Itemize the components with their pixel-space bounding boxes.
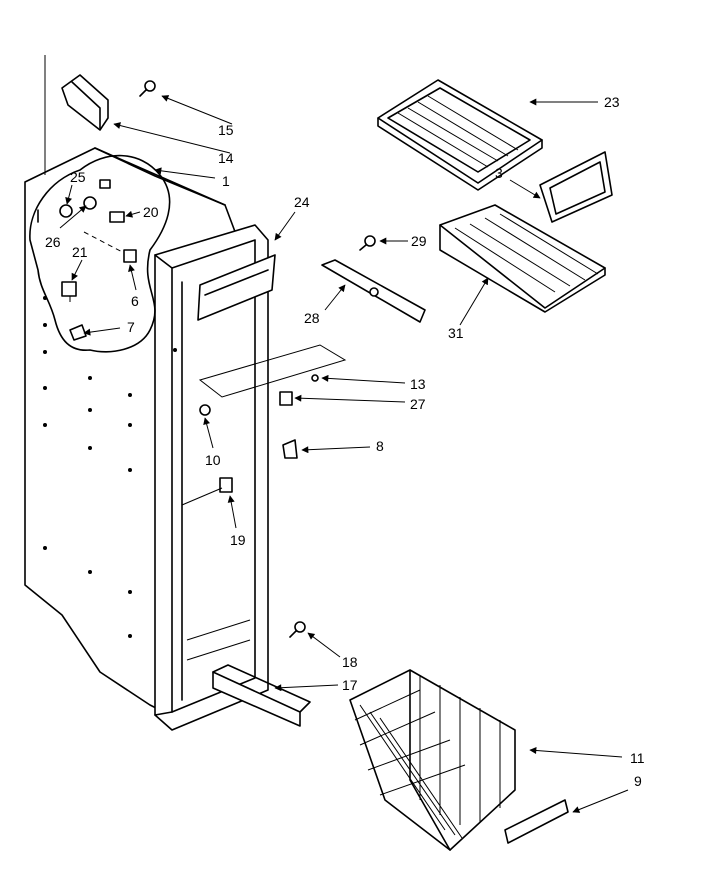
interior-parts	[37, 179, 137, 341]
mounting-holes	[43, 296, 177, 638]
screw-29	[359, 235, 376, 251]
callout-31: 31	[448, 325, 464, 341]
callout-28: 28	[304, 310, 320, 326]
callout-23: 23	[604, 94, 620, 110]
callout-27: 27	[410, 396, 426, 412]
shelf-support-panel	[197, 254, 276, 321]
callout-26: 26	[45, 234, 61, 250]
leader-lines	[59, 95, 629, 813]
callout-labels: 23 3 15 14 1 25 20 26 21 6 7 24 29 28 31…	[45, 94, 645, 789]
callout-17: 17	[342, 677, 358, 693]
callout-10: 10	[205, 452, 221, 468]
callout-8: 8	[376, 438, 384, 454]
part-10	[199, 404, 211, 416]
callout-25: 25	[70, 169, 86, 185]
callout-11: 11	[630, 750, 645, 766]
screw-15	[139, 80, 156, 97]
part-19	[219, 477, 233, 493]
callout-13: 13	[410, 376, 426, 392]
callout-1: 1	[222, 173, 230, 189]
callout-21: 21	[72, 244, 88, 260]
callout-15: 15	[218, 122, 234, 138]
callout-24: 24	[294, 194, 310, 210]
basket-rail	[212, 664, 311, 727]
hinge-bracket	[61, 74, 109, 131]
callout-7: 7	[127, 319, 135, 335]
part-8	[282, 439, 298, 459]
basket-front-9	[504, 799, 569, 844]
callout-19: 19	[230, 532, 246, 548]
wire-shelf-31	[439, 204, 606, 313]
part-13	[311, 374, 319, 382]
freezer-basket	[349, 669, 516, 851]
callout-6: 6	[131, 293, 139, 309]
part-27	[279, 391, 293, 406]
callout-18: 18	[342, 654, 358, 670]
callout-14: 14	[218, 150, 234, 166]
callout-3: 3	[495, 165, 503, 181]
shelf-glass-3	[539, 151, 613, 223]
callout-9: 9	[634, 773, 642, 789]
screw-18	[289, 621, 306, 638]
freezer-liner	[24, 147, 269, 731]
shelf-bracket-28	[321, 259, 426, 323]
callout-29: 29	[411, 233, 427, 249]
shelf-23	[377, 79, 543, 191]
light-plate	[198, 344, 347, 398]
callout-20: 20	[143, 204, 159, 220]
